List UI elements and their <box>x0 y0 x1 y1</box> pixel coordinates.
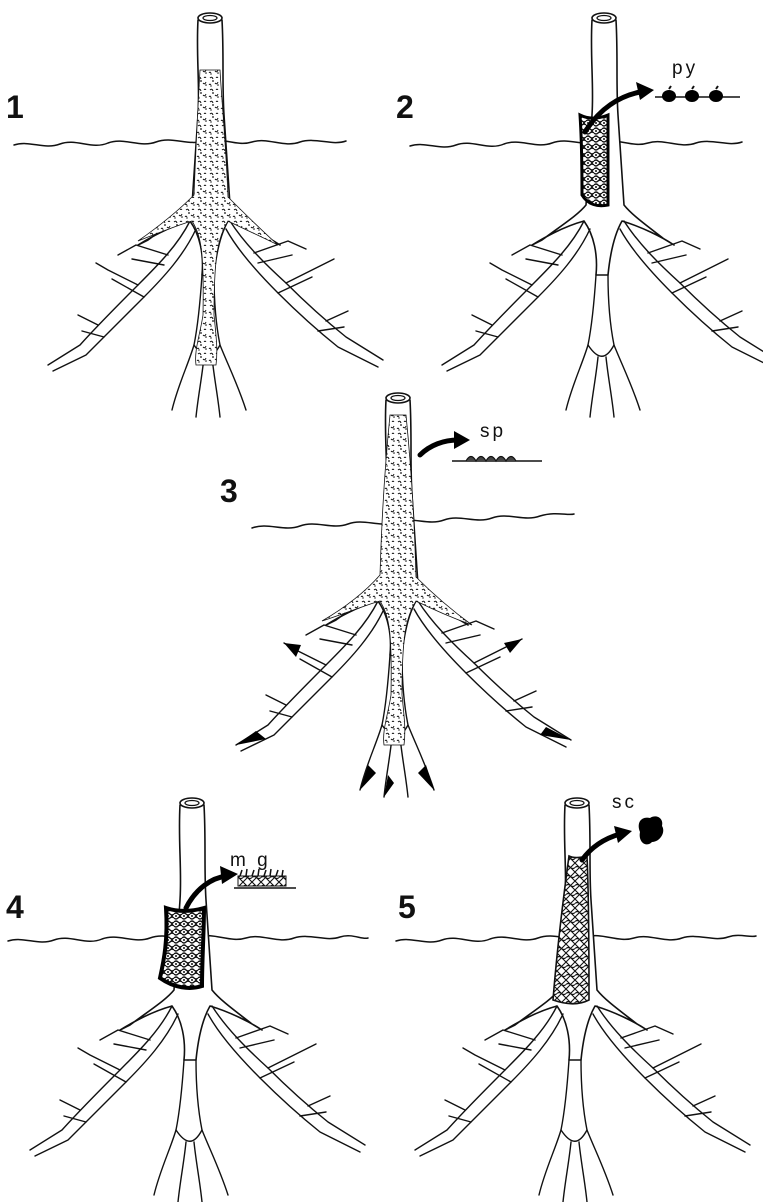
infection-zone-2 <box>580 115 608 206</box>
label-sc: sc <box>612 792 637 813</box>
arrowhead-5 <box>614 826 632 843</box>
arrowhead-3 <box>454 431 470 449</box>
arrowhead-2 <box>636 82 654 100</box>
sporangia-icon <box>452 457 542 462</box>
plant-4 <box>30 798 365 1202</box>
infection-zone-4 <box>160 908 204 988</box>
infection-zone-5 <box>553 856 589 1004</box>
panel-4: 4 m g <box>6 798 368 1202</box>
pycnidia-icon <box>655 86 740 102</box>
panel-4-number: 4 <box>6 889 24 925</box>
plant-3 <box>236 393 571 797</box>
infection-zone-3 <box>322 415 472 745</box>
panel-3: 3 sp <box>220 393 574 797</box>
soil-line-2 <box>410 141 742 147</box>
plant-2 <box>442 13 763 417</box>
arrow-3 <box>420 440 458 455</box>
panel-3-number: 3 <box>220 473 238 509</box>
panel-5: 5 sc <box>396 792 756 1202</box>
mycelial-growth-icon <box>234 869 296 888</box>
label-py: py <box>672 58 698 79</box>
label-mg: m g <box>230 850 271 871</box>
infection-zone-1 <box>138 70 278 365</box>
panel-1-number: 1 <box>6 89 24 125</box>
sclerotium-icon <box>639 816 664 844</box>
panel-5-number: 5 <box>398 889 416 925</box>
label-sp: sp <box>480 421 506 442</box>
panel-2-number: 2 <box>396 89 414 125</box>
soil-line-1 <box>14 140 346 146</box>
panel-2: 2 py <box>396 13 763 417</box>
plant-1 <box>48 13 383 417</box>
panel-1: 1 <box>6 13 383 417</box>
